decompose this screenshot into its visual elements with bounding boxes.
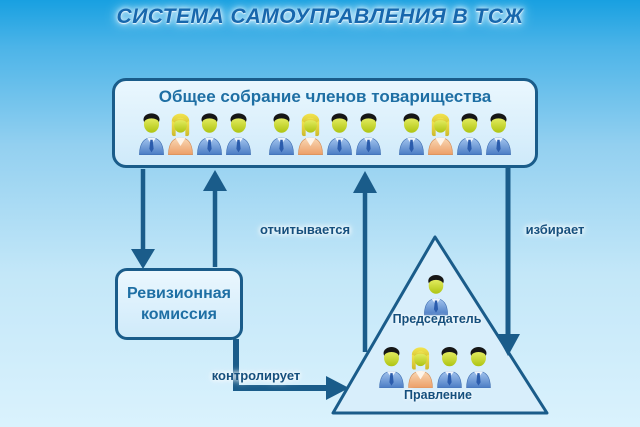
person-icon-man [485, 112, 512, 156]
person-icon-man [355, 112, 382, 156]
general-meeting-box: Общее собрание членов товарищества [112, 78, 538, 168]
page-title: СИСТЕМА САМОУПРАВЛЕНИЯ В ТСЖ [116, 5, 524, 28]
person-icon-man [423, 274, 449, 316]
person-icon-woman [297, 113, 324, 156]
people-group [267, 109, 383, 156]
controls-label: контролирует [211, 368, 301, 383]
revision-commission-label-line1: Ревизионная [127, 285, 231, 302]
person-icon-woman [167, 113, 194, 156]
person-icon-man [456, 112, 483, 156]
person-icon-man [379, 346, 404, 388]
person-icon-man [138, 112, 165, 156]
people-group [137, 109, 253, 156]
board-members-row [377, 344, 493, 388]
arrow-meeting-elects [496, 168, 520, 356]
person-icon-man [225, 112, 252, 156]
board-label: Правление [403, 388, 473, 402]
person-icon-man [268, 112, 295, 156]
people-group [397, 109, 513, 156]
person-icon-man [437, 346, 462, 388]
chairman-label: Председатель [392, 312, 482, 326]
person-icon-man [466, 346, 491, 388]
people-group [377, 344, 493, 388]
chairman-icon-row [422, 271, 450, 316]
revision-commission-box: Ревизионная комиссия [115, 268, 243, 340]
arrow-revision-to-meeting [203, 170, 227, 267]
meeting-members-row [137, 109, 513, 156]
person-icon-man [326, 112, 353, 156]
general-meeting-label: Общее собрание членов товарищества [158, 87, 492, 106]
person-icon-woman [408, 346, 433, 388]
pyramid-triangle [331, 235, 549, 415]
arrow-meeting-to-revision [131, 169, 155, 269]
person-icon-man [398, 112, 425, 156]
reports-label: отчитывается [259, 222, 351, 237]
people-group [422, 271, 450, 316]
elects-label: избирает [525, 222, 585, 237]
revision-commission-label-line2: комиссия [141, 306, 217, 323]
arrow-revision-controls [233, 339, 349, 400]
person-icon-woman [427, 113, 454, 156]
person-icon-man [196, 112, 223, 156]
arrow-board-reports [353, 171, 377, 352]
